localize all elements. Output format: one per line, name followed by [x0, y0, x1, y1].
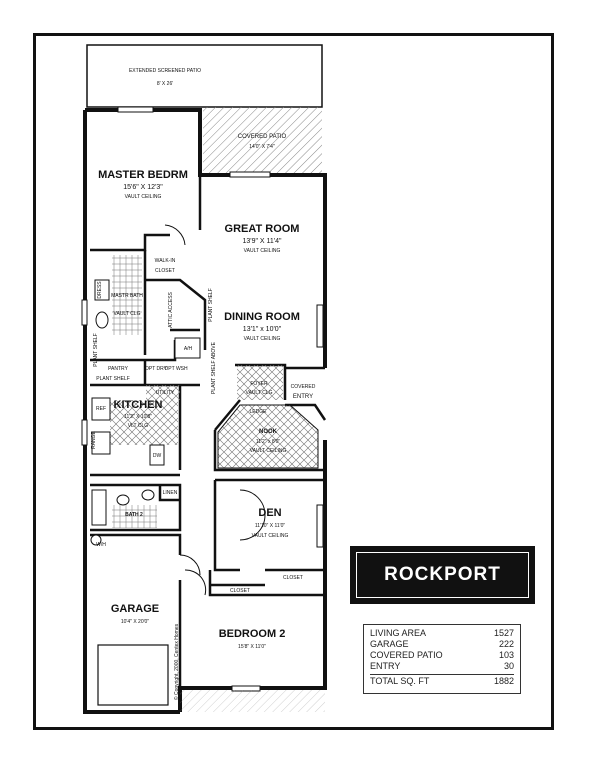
bedroom2-name: BEDROOM 2 [219, 628, 286, 640]
utility-label: UTILITY [156, 390, 175, 396]
master-bedroom-name: MASTER BEDRM [98, 169, 188, 181]
den-dim: 11'10" X 11'0" [255, 523, 286, 529]
covered-patio [203, 107, 322, 174]
area-value: 1527 [493, 628, 514, 638]
garage-name: GARAGE [111, 603, 159, 615]
great-room-note: VAULT CEILING [244, 248, 281, 254]
den-note: VAULT CEILING [252, 533, 289, 539]
great-room-dim: 13'9" X 11'4" [242, 238, 282, 245]
plan-title-box: ROCKPORT [350, 546, 535, 604]
kitchen-name: KITCHEN [114, 399, 163, 411]
area-value: 103 [498, 650, 514, 660]
total-label: TOTAL SQ. FT [370, 676, 430, 686]
attic-label: ATTIC ACCESS [168, 291, 174, 327]
area-row: ENTRY 30 [370, 661, 514, 672]
plant-shelf-label: PLANT SHELF [96, 376, 130, 382]
area-label: GARAGE [370, 639, 409, 649]
interior-walls [90, 175, 327, 688]
opt-dry-label: OPT DRY [145, 366, 168, 372]
copyright-label: © Copyright, 2000, Centex Homes [173, 623, 180, 700]
windows [81, 106, 324, 692]
linen-label: LINEN [163, 490, 178, 496]
area-row: COVERED PATIO 103 [370, 650, 514, 661]
entry-hatch [180, 690, 325, 712]
extended-patio-name: EXTENDED SCREENED PATIO [129, 68, 201, 74]
master-bath-tile [112, 255, 142, 335]
dining-room-name: DINING ROOM [224, 311, 300, 323]
bath2-name: BATH 2 [125, 512, 143, 518]
area-value: 30 [503, 661, 514, 671]
ledge-label: LEDGE [250, 409, 268, 415]
area-label: ENTRY [370, 661, 401, 671]
dining-room-dim: 13'1" x 10'0" [243, 326, 282, 333]
ah-label: A/H [184, 346, 193, 352]
master-bedroom-dim: 15'6" X 12'3" [123, 184, 163, 191]
plant-shelf-vertical-label: PLANT SHELF [208, 288, 214, 322]
door-swings [164, 224, 266, 596]
master-bath-name: MASTR BATH [111, 293, 143, 299]
plan-title: ROCKPORT [384, 564, 501, 585]
nook-tile [217, 404, 319, 469]
dw-label: DW [153, 453, 162, 459]
nook-note: VAULT CEILING [250, 448, 287, 454]
area-value: 222 [498, 639, 514, 649]
area-row: GARAGE 222 [370, 639, 514, 650]
pantry-label: PANTRY [108, 366, 128, 372]
dining-room-note: VAULT CEILING [244, 336, 281, 342]
wh-label: W/H [96, 542, 106, 548]
opt-wsh-label: OPT WSH [164, 366, 188, 372]
dress-label: DRESS [97, 281, 103, 299]
master-bath-note: VAULT CLG [114, 311, 141, 317]
total-row: TOTAL SQ. FT 1882 [370, 674, 514, 687]
area-row: LIVING AREA 1527 [370, 628, 514, 639]
total-value: 1882 [493, 676, 514, 686]
bedroom2-dim: 15'8" X 11'0" [238, 644, 266, 650]
bath2-tile [112, 505, 157, 528]
nook-dim: 11'2" x 8'0" [256, 439, 280, 445]
garage-door [97, 644, 169, 706]
ref-label: REF [96, 406, 106, 412]
kitchen-tile [110, 400, 178, 445]
nook-name: NOOK [259, 429, 278, 435]
covered-patio-name: COVERED PATIO [238, 134, 287, 140]
plant-shelf-above-label: PLANT SHELF ABOVE [211, 341, 217, 394]
range-label: RANGE [91, 430, 97, 448]
kitchen-dim: 11'2" X 10'8" [124, 414, 152, 420]
walkin-note: CLOSET [155, 268, 175, 274]
foyer-tile [237, 365, 283, 400]
area-label: COVERED PATIO [370, 650, 443, 660]
extended-patio [86, 44, 323, 108]
utility-tile [146, 385, 180, 400]
closet-label-1: CLOSET [230, 588, 250, 594]
master-bedroom-note: VAULT CEILING [125, 194, 162, 200]
plant-shelf-left-label: PLANT SHELF [93, 333, 99, 367]
foyer-note: VAULT CLG [246, 390, 273, 396]
den-name: DEN [258, 507, 281, 519]
kitchen-note: VLT CLG [128, 423, 148, 429]
appliances [90, 279, 201, 546]
plan-title-inner: ROCKPORT [356, 552, 529, 598]
foyer-name: FOYER [250, 381, 268, 387]
covered-patio-dim: 14'0" X 7'4" [249, 144, 275, 150]
garage-dim: 10'4" X 20'0" [121, 619, 149, 625]
closet-label-2: CLOSET [283, 575, 303, 581]
page-frame [33, 33, 554, 730]
covered-entry-name2: ENTRY [293, 394, 313, 400]
great-room-name: GREAT ROOM [225, 223, 300, 235]
walkin-name: WALK-IN [155, 258, 176, 264]
extended-patio-dim: 8' X 26' [157, 81, 173, 87]
covered-entry-name: COVERED [291, 384, 316, 390]
area-table: LIVING AREA 1527 GARAGE 222 COVERED PATI… [363, 624, 521, 694]
area-label: LIVING AREA [370, 628, 427, 638]
